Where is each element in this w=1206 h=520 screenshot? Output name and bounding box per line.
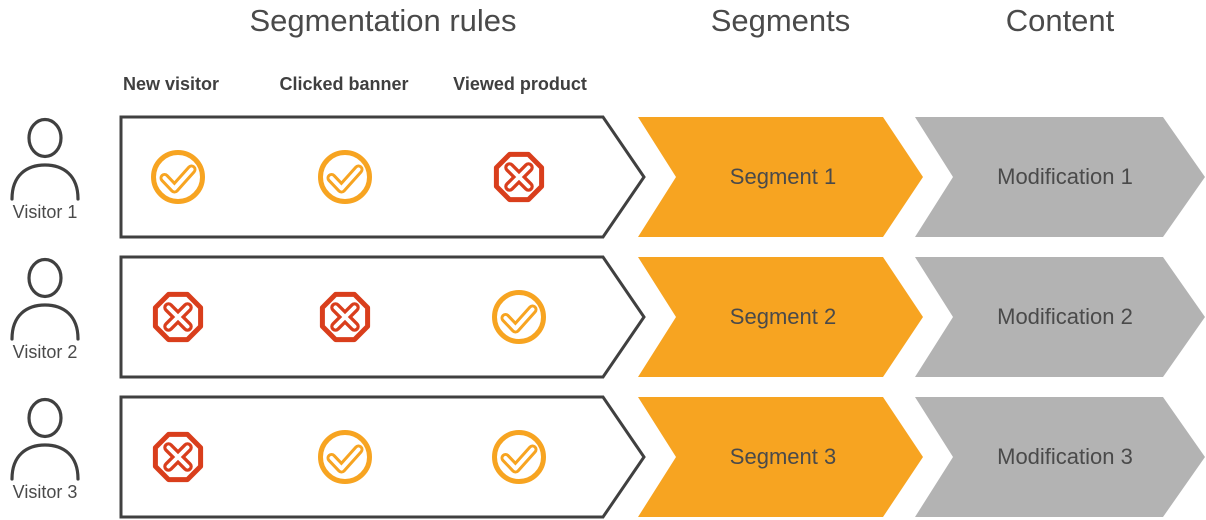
person-icon (10, 397, 80, 481)
person-icon (10, 257, 80, 341)
check-circle-icon (492, 430, 546, 484)
segment-chevron (638, 117, 923, 237)
rule-result-icon (490, 288, 548, 346)
visitor-row: Visitor 3 Segment 3 Modification 3 (0, 395, 1206, 519)
rule-column-label-viewed-product: Viewed product (453, 74, 587, 94)
rules-column-title: Segmentation rules (249, 3, 517, 38)
rule-result-icon (490, 428, 548, 486)
rule-column-label-clicked-banner: Clicked banner (279, 74, 409, 94)
visitor-label: Visitor 3 (12, 482, 78, 502)
visitor-row: Visitor 2 Segment 2 Modification 2 (0, 255, 1206, 379)
rule-box (119, 115, 646, 239)
check-circle-icon (318, 430, 372, 484)
segment-label: Segment 3 (729, 444, 837, 469)
person-icon (10, 117, 80, 201)
cross-octagon-icon (319, 291, 371, 343)
rule-result-icon (316, 428, 374, 486)
rule-result-icon (316, 148, 374, 206)
rule-result-icon (316, 288, 374, 346)
visitor-figure (8, 113, 82, 206)
segment-label: Segment 2 (729, 304, 837, 329)
modification-label: Modification 3 (997, 444, 1133, 469)
rule-box (119, 255, 646, 379)
segment-chevron (638, 257, 923, 377)
check-circle-icon (151, 150, 205, 204)
content-column-title: Content (1005, 3, 1115, 38)
cross-octagon-icon (493, 151, 545, 203)
rule-column-label-new-visitor: New visitor (122, 74, 220, 94)
modification-label: Modification 1 (997, 164, 1133, 189)
segments-column-title: Segments (710, 3, 851, 38)
cross-octagon-icon (152, 431, 204, 483)
visitor-label: Visitor 1 (12, 202, 78, 222)
check-circle-icon (318, 150, 372, 204)
segment-chevron (638, 397, 923, 517)
rule-result-icon (149, 428, 207, 486)
rule-result-icon (149, 288, 207, 346)
modification-label: Modification 2 (997, 304, 1133, 329)
check-circle-icon (492, 290, 546, 344)
visitor-label: Visitor 2 (12, 342, 78, 362)
visitor-figure (8, 253, 82, 346)
segment-label: Segment 1 (729, 164, 837, 189)
rule-result-icon (149, 148, 207, 206)
visitor-row: Visitor 1 Segment 1 Modification 1 (0, 115, 1206, 239)
modification-chevron (915, 117, 1205, 237)
cross-octagon-icon (152, 291, 204, 343)
rule-box (119, 395, 646, 519)
modification-chevron (915, 397, 1205, 517)
visitor-figure (8, 393, 82, 486)
modification-chevron (915, 257, 1205, 377)
rule-result-icon (490, 148, 548, 206)
